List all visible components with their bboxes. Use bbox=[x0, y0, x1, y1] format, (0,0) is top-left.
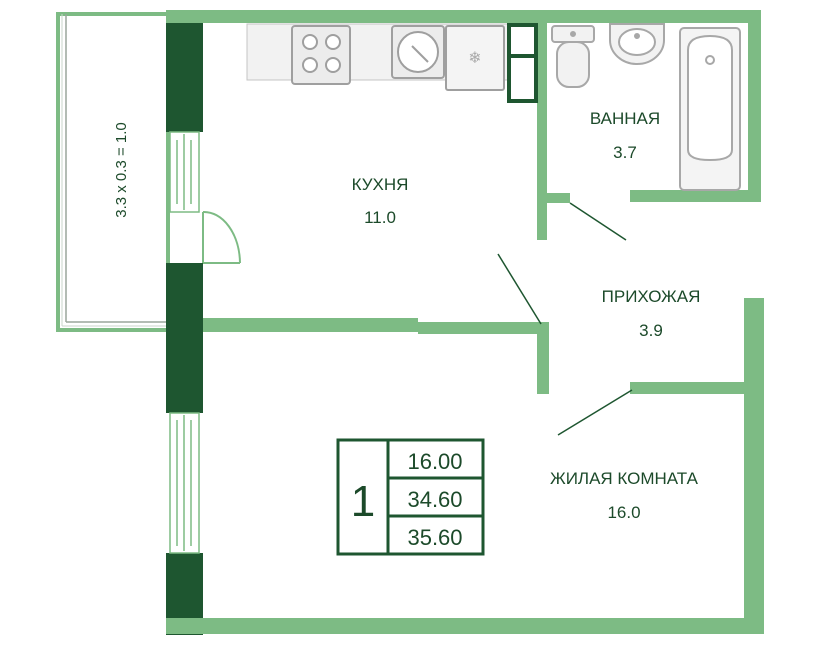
total-area-value: 34.60 bbox=[407, 487, 462, 512]
living-name: ЖИЛАЯ КОМНАТА bbox=[550, 469, 699, 488]
hallway-name: ПРИХОЖАЯ bbox=[602, 287, 701, 306]
kitchen-area: 11.0 bbox=[364, 208, 396, 227]
living-area: 16.0 bbox=[607, 503, 640, 522]
sink-icon bbox=[391, 25, 445, 79]
washbasin-icon bbox=[609, 23, 665, 65]
door-leaves bbox=[497, 202, 633, 436]
shaft bbox=[507, 23, 538, 103]
toilet-icon bbox=[551, 25, 595, 88]
window-kitchen bbox=[169, 131, 200, 213]
stove-icon bbox=[291, 25, 351, 85]
bathtub-icon bbox=[679, 27, 741, 191]
balcony: 3.3 x 0.3 = 1.0 bbox=[56, 12, 170, 332]
kitchen-name: КУХНЯ bbox=[352, 175, 409, 194]
svg-text:❄: ❄ bbox=[468, 48, 481, 67]
bathroom-area: 3.7 bbox=[613, 143, 637, 162]
interior-walls bbox=[166, 10, 764, 634]
rooms-count: 1 bbox=[351, 477, 375, 526]
bathroom-name: ВАННАЯ bbox=[590, 109, 660, 128]
exterior-wall-left bbox=[166, 10, 203, 635]
fridge-icon: ❄ bbox=[445, 25, 505, 91]
balcony-door bbox=[202, 210, 241, 264]
window-living bbox=[169, 412, 200, 554]
total-area-with-balcony-value: 35.60 bbox=[407, 525, 462, 550]
balcony-label: 3.3 x 0.3 = 1.0 bbox=[113, 122, 130, 218]
living-area-value: 16.00 bbox=[407, 449, 462, 474]
hallway-area: 3.9 bbox=[639, 321, 663, 340]
summary-table: 1 16.00 34.60 35.60 bbox=[336, 438, 485, 556]
